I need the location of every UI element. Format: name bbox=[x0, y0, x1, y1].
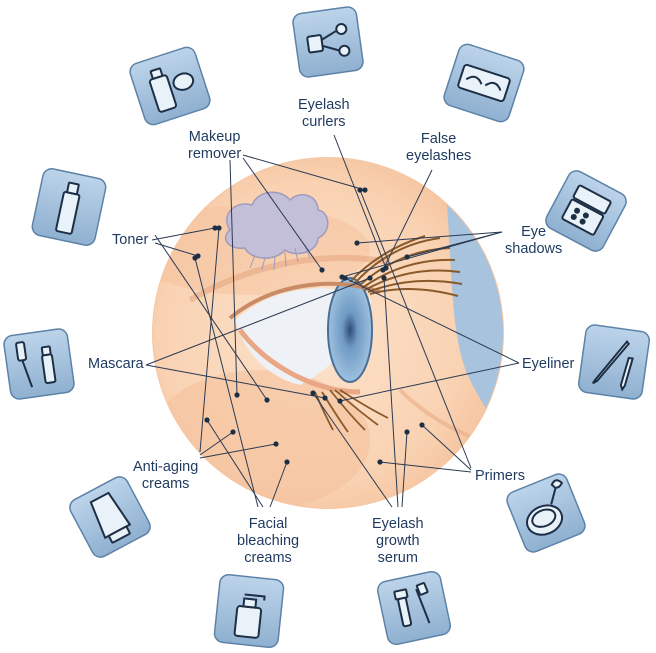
mascara-tube-icon bbox=[3, 328, 75, 400]
label-mascara: Mascara bbox=[88, 356, 144, 373]
label-primers: Primers bbox=[475, 468, 525, 485]
label-toner: Toner bbox=[112, 232, 148, 249]
label-eyeliner: Eyeliner bbox=[522, 356, 574, 373]
makeup-remover-bottle-icon bbox=[128, 45, 212, 127]
toner-spray-bottle-icon bbox=[31, 167, 108, 247]
eyeliner-pencil-icon bbox=[578, 324, 651, 400]
false-eyelashes-icon bbox=[442, 42, 526, 124]
eyelash-curler-icon bbox=[292, 6, 364, 78]
mascara-wand-icon bbox=[376, 570, 452, 646]
pump-bottle-icon bbox=[214, 574, 285, 648]
